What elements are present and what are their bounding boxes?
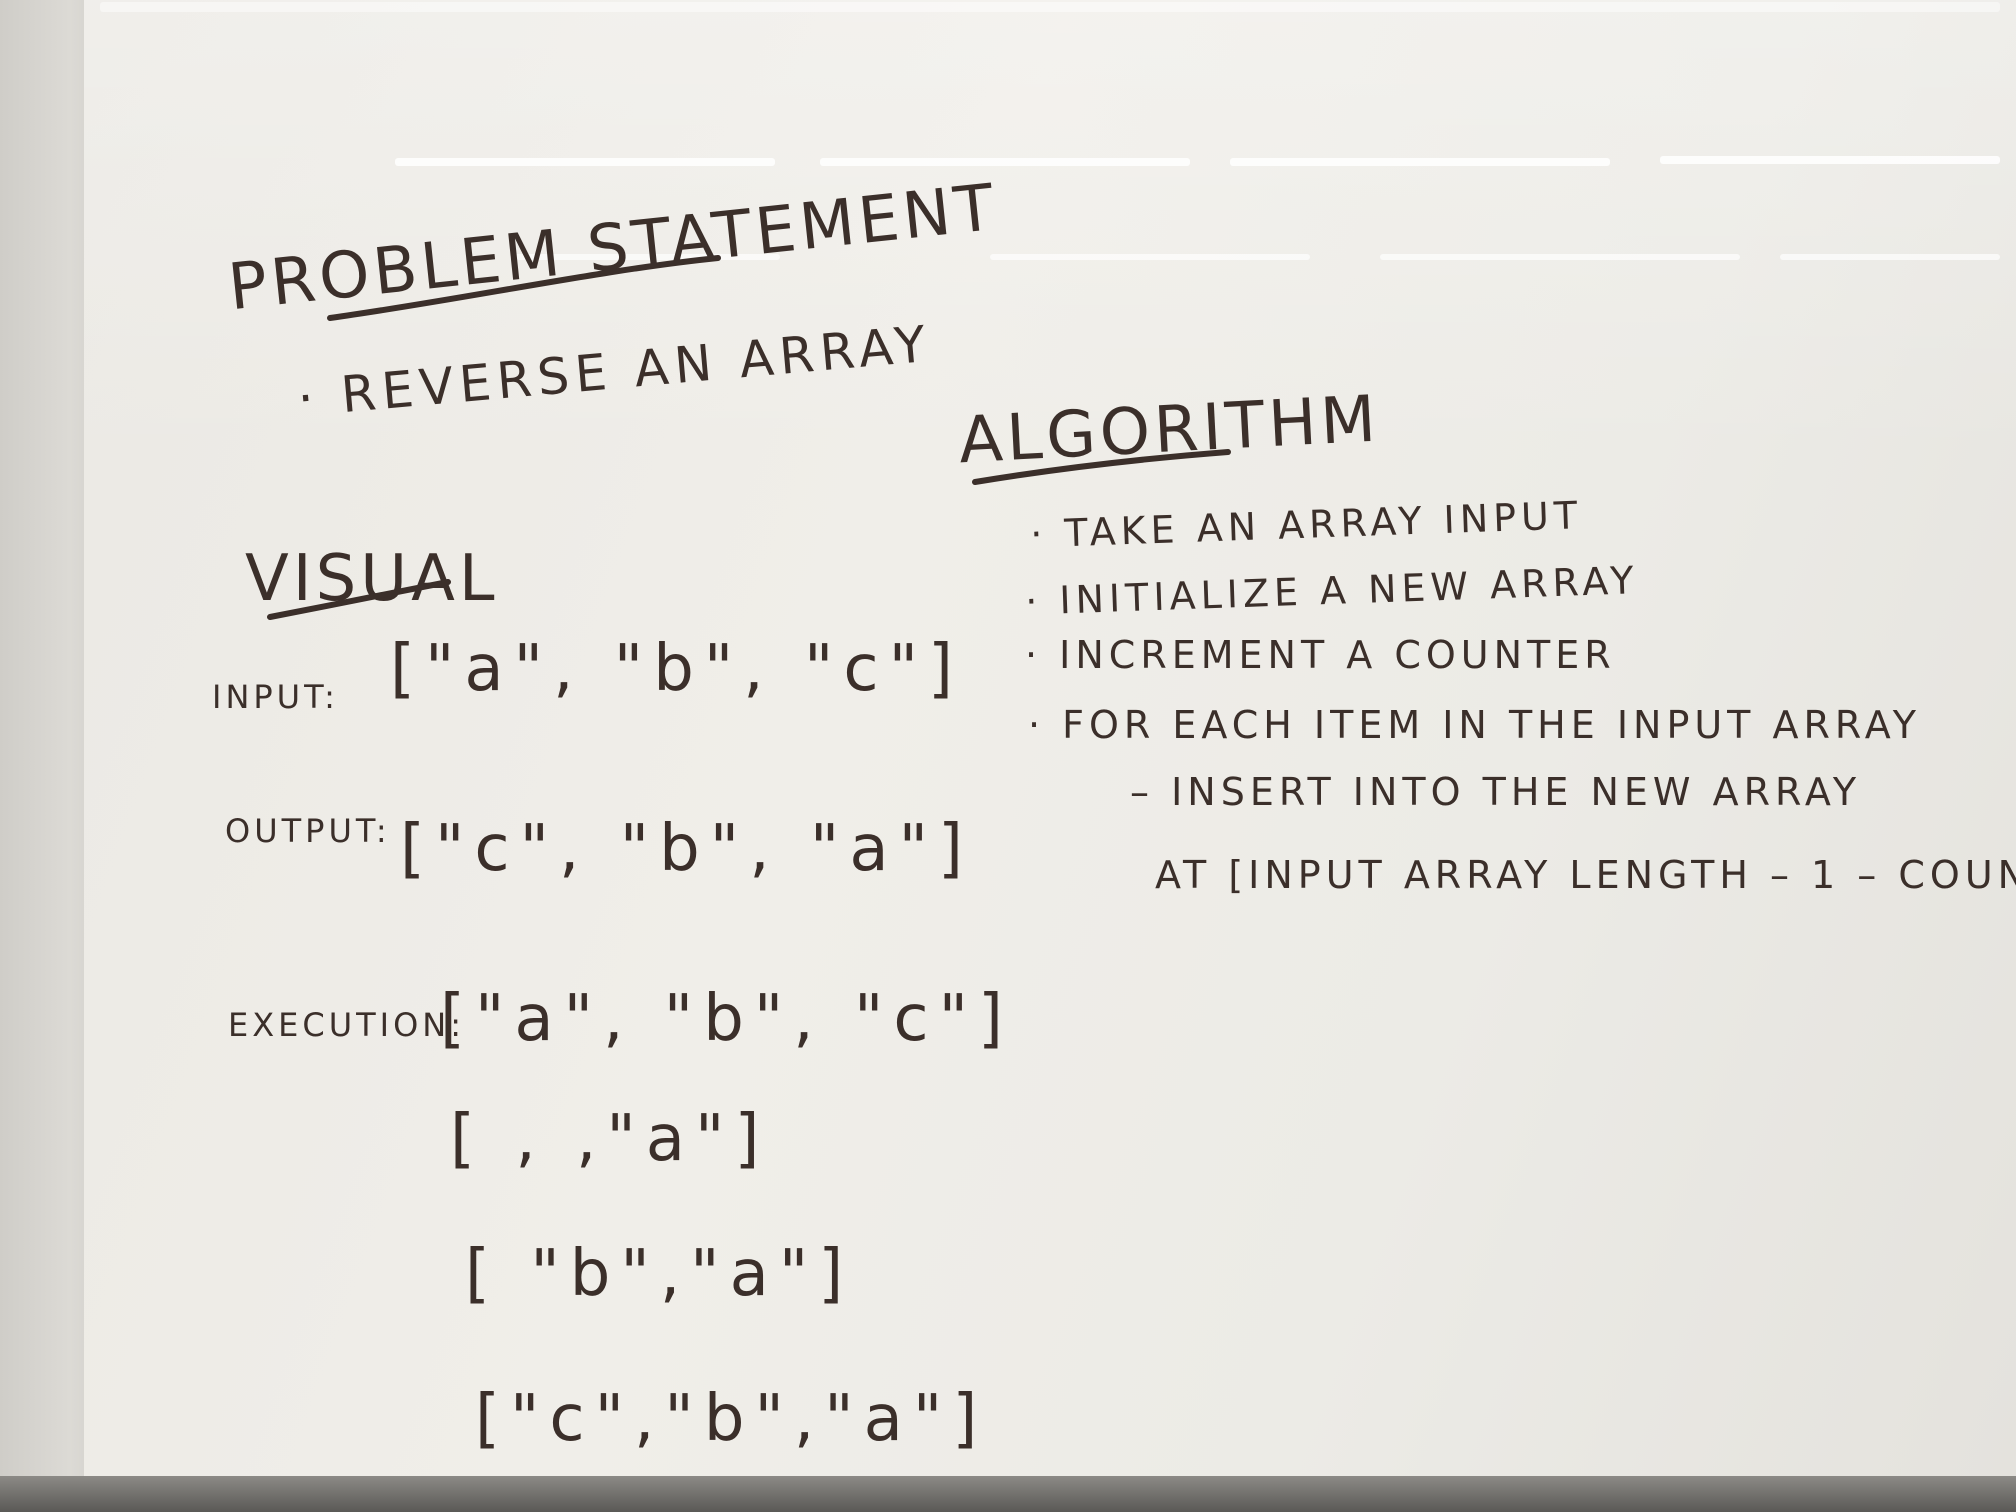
execution-step: ["c","b","a"] <box>475 1382 987 1456</box>
light-reflection <box>1230 158 1610 166</box>
algorithm-item-group: · TAKE AN ARRAY INPUT <box>1030 493 1583 556</box>
light-reflection <box>1380 254 1740 260</box>
algorithm-heading-group: ALGORITHM <box>957 382 1381 478</box>
algorithm-heading: ALGORITHM <box>957 382 1381 478</box>
algorithm-underline <box>972 449 1231 485</box>
light-reflection <box>990 254 1310 260</box>
problem-item-group: · REVERSE AN ARRAY <box>295 315 934 428</box>
problem-item: · REVERSE AN ARRAY <box>295 315 934 428</box>
output-array: ["c", "b", "a"] <box>400 812 973 886</box>
light-reflection <box>510 254 780 260</box>
algorithm-item-group: · INITIALIZE A NEW ARRAY <box>1024 558 1639 623</box>
light-reflection <box>100 2 2000 12</box>
problem-underline <box>327 255 721 321</box>
left-board-panel <box>0 0 100 1512</box>
problem-heading: PROBLEM STATEMENT <box>225 171 1001 325</box>
execution-step: [ , ,"a"] <box>450 1102 769 1176</box>
output-label: OUTPUT: <box>225 812 391 850</box>
algorithm-item: · INITIALIZE A NEW ARRAY <box>1024 558 1639 623</box>
execution-step: ["a", "b", "c"] <box>440 982 1013 1056</box>
algorithm-item: · TAKE AN ARRAY INPUT <box>1030 493 1583 556</box>
light-reflection <box>1660 156 2000 164</box>
ceiling-reflection <box>84 0 2016 470</box>
visual-heading: VISUAL <box>245 542 499 616</box>
whiteboard-surface <box>84 0 2016 1478</box>
light-reflection <box>820 158 1190 166</box>
input-label: INPUT: <box>212 678 339 716</box>
problem-heading-group: PROBLEM STATEMENT <box>225 171 1001 325</box>
light-reflection <box>395 158 775 166</box>
execution-step: [ "b","a"] <box>465 1237 853 1311</box>
visual-underline <box>267 579 451 620</box>
light-reflection <box>1780 254 2000 260</box>
algorithm-item: · INCREMENT A COUNTER <box>1025 633 1616 677</box>
algorithm-subitem: AT [INPUT ARRAY LENGTH – 1 – COUNTER] <box>1155 853 2016 897</box>
marker-tray <box>0 1476 2016 1512</box>
algorithm-item: · FOR EACH ITEM IN THE INPUT ARRAY <box>1028 703 1921 747</box>
execution-label: EXECUTION: <box>228 1006 465 1044</box>
algorithm-subitem: – INSERT INTO THE NEW ARRAY <box>1130 770 1861 814</box>
input-array: ["a", "b", "c"] <box>390 632 963 706</box>
